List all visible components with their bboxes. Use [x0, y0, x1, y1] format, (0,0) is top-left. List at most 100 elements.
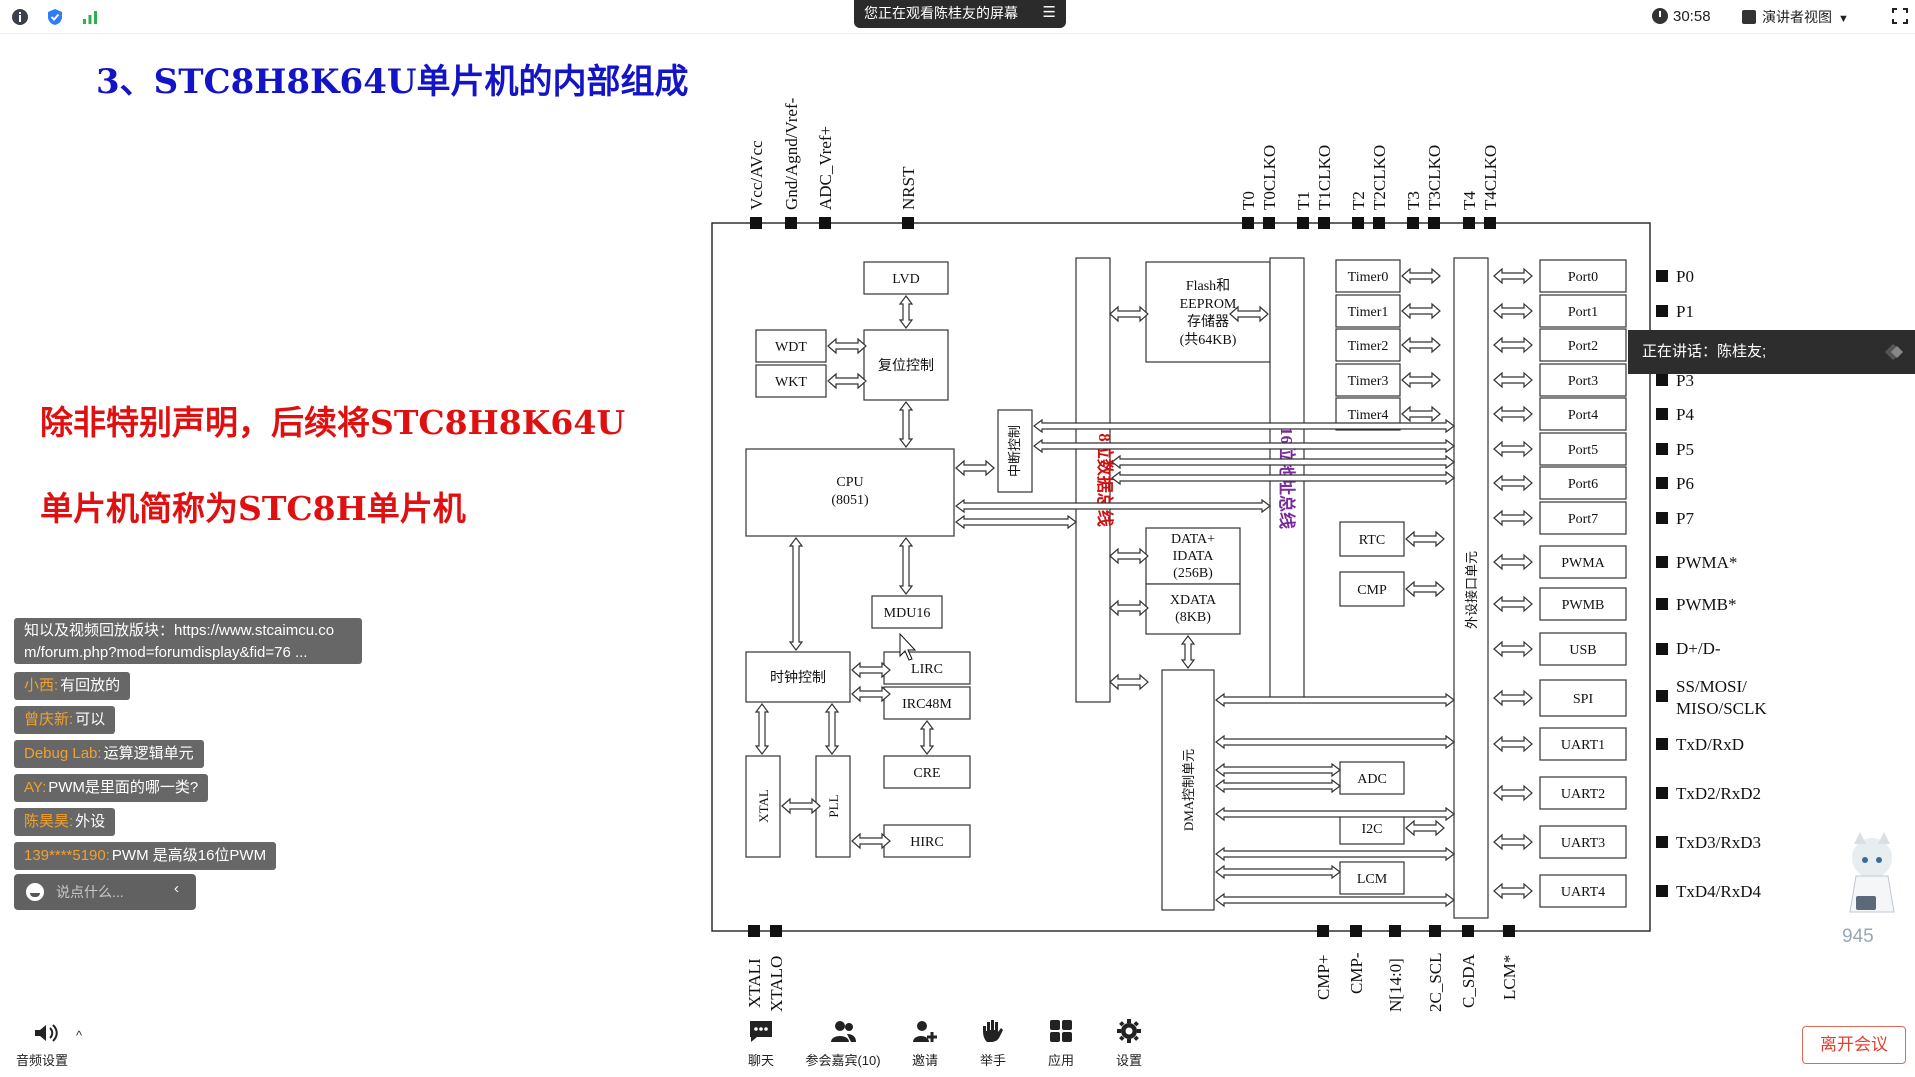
- leave-meeting-button[interactable]: 离开会议: [1802, 1026, 1906, 1064]
- reset-label: 复位控制: [878, 357, 934, 374]
- chat-text: PWM是里面的哪一类?: [48, 779, 199, 796]
- pin-label: P0: [1676, 267, 1694, 286]
- pin-label: SS/MOSI/: [1676, 677, 1747, 696]
- peripheral-block: [1539, 825, 1627, 859]
- flash-label: EEPROM: [1180, 297, 1237, 312]
- adc-block: [1339, 761, 1405, 795]
- settings-button[interactable]: 设置: [1109, 1018, 1149, 1074]
- right-pin-markers: [1656, 270, 1668, 897]
- invite-button[interactable]: 邀请: [905, 1018, 945, 1074]
- rtc-block: [1339, 521, 1405, 557]
- clock-ctrl-label: 时钟控制: [770, 669, 826, 686]
- invite-label: 邀请: [911, 1053, 938, 1068]
- menu-icon[interactable]: ☰: [1042, 4, 1056, 21]
- speaker-wave-icon: [1885, 344, 1903, 360]
- pin-label: XTALO: [767, 956, 786, 1012]
- peripheral-block: [1539, 776, 1627, 810]
- emoji-icon[interactable]: [26, 883, 44, 901]
- vertical-connectors: [754, 295, 1196, 755]
- fullscreen-icon[interactable]: [1890, 6, 1910, 26]
- pin-label: ADC_Vref+: [816, 126, 835, 210]
- speaker-icon: [35, 1024, 58, 1042]
- peripheral-label: UART1: [1561, 738, 1605, 753]
- timer-text: 30:58: [1673, 8, 1711, 25]
- flash-label: 存储器: [1187, 314, 1229, 330]
- participants-icon: [831, 1021, 856, 1042]
- chat-author: 小西:: [24, 677, 59, 694]
- pin-label: T4CLKO: [1481, 145, 1500, 210]
- chevron-down-icon: ▼: [1838, 13, 1849, 25]
- data-ram-label: IDATA: [1173, 549, 1215, 564]
- chat-text: 可以: [75, 711, 106, 728]
- chat-button[interactable]: 聊天: [741, 1018, 781, 1074]
- rtc-label: RTC: [1359, 533, 1385, 548]
- pin-label: PWMB*: [1676, 595, 1736, 614]
- pin-label: P6: [1676, 474, 1694, 493]
- pin-label: 2C_SCL: [1426, 952, 1445, 1012]
- data-ram-label: (256B): [1173, 566, 1213, 581]
- chevron-up-icon[interactable]: ^: [76, 1028, 83, 1043]
- xdata-block: [1145, 583, 1241, 635]
- timer-block: [1335, 259, 1401, 293]
- chat-message: AY:PWM是里面的哪一类?: [14, 774, 209, 802]
- apps-button[interactable]: 应用: [1041, 1018, 1081, 1074]
- audio-settings-label: 音频设置: [16, 1053, 69, 1068]
- port-block: [1539, 501, 1627, 535]
- pin-label: P4: [1676, 405, 1694, 424]
- cmp-label: CMP: [1357, 583, 1387, 598]
- shield-icon[interactable]: [45, 7, 65, 27]
- hirc-label: HIRC: [910, 835, 943, 850]
- settings-label: 设置: [1115, 1053, 1142, 1068]
- chat-text: PWM 是高级16位PWM: [111, 847, 267, 864]
- hirc-block: [883, 824, 971, 858]
- pin-label: TxD2/RxD2: [1676, 784, 1761, 803]
- chat-notice-line-1: 知以及视频回放版块：https://www.stcaimcu.co: [24, 622, 335, 639]
- periph-if-block: [1453, 257, 1489, 919]
- port-label: Port4: [1568, 408, 1598, 423]
- data-bus-block: [1075, 257, 1111, 703]
- chat-input-placeholder[interactable]: 说点什么...: [56, 884, 124, 900]
- wkt-block: [755, 364, 827, 398]
- share-notice-text: 您正在观看陈桂友的屏幕: [864, 5, 1018, 21]
- signal-icon[interactable]: [80, 7, 100, 27]
- screen-share-notice[interactable]: 您正在观看陈桂友的屏幕 ☰: [854, 0, 1066, 28]
- peripheral-block: [1539, 545, 1627, 579]
- int-ctrl-block: [997, 409, 1033, 493]
- pin-label: T4: [1460, 191, 1479, 210]
- cpu-label: CPU: [836, 475, 863, 490]
- chat-text: 外设: [75, 813, 106, 830]
- pin-label: C_SDA: [1459, 953, 1478, 1008]
- peripheral-block: [1539, 587, 1627, 621]
- chat-input-bar[interactable]: 说点什么... ‹: [14, 874, 196, 910]
- pin-label: XTALI: [745, 958, 764, 1008]
- mdu-block: [871, 595, 943, 629]
- participants-button[interactable]: 参会嘉宾(10): [800, 1018, 886, 1074]
- gear-icon: [1117, 1019, 1141, 1043]
- chat-author: 139****5190:: [24, 847, 110, 864]
- pin-label: N[14:0]: [1386, 958, 1405, 1012]
- dma-label: DMA控制单元: [1181, 749, 1196, 831]
- pin-label: T2CLKO: [1370, 145, 1389, 210]
- pin-label: P3: [1676, 371, 1694, 390]
- pin-label: P7: [1676, 509, 1694, 528]
- port-block: [1539, 397, 1627, 431]
- pin-label: T1: [1294, 191, 1313, 210]
- collapse-chat-icon[interactable]: ‹: [174, 880, 179, 897]
- audio-settings-button[interactable]: ^ 音频设置: [14, 1022, 104, 1072]
- timer-label: Timer2: [1348, 339, 1389, 354]
- port-label: Port0: [1568, 270, 1598, 285]
- pin-label: Gnd/Agnd/Vref-: [782, 97, 801, 210]
- bottom-pin-markers: [748, 925, 1515, 937]
- xtal-label: XTAL: [756, 789, 771, 823]
- view-mode-dropdown[interactable]: 演讲者视图▼: [1742, 6, 1849, 28]
- peripheral-label: SPI: [1573, 692, 1594, 707]
- raise-hand-button[interactable]: 举手: [973, 1018, 1013, 1074]
- timer-block: [1335, 328, 1401, 362]
- info-icon[interactable]: [10, 7, 30, 27]
- irc48m-label: IRC48M: [902, 697, 952, 712]
- flash-label: Flash和: [1186, 278, 1230, 294]
- port-block: [1539, 294, 1627, 328]
- port-label: Port3: [1568, 374, 1598, 389]
- peripheral-label: UART2: [1561, 787, 1605, 802]
- meeting-timer: 30:58: [1652, 6, 1711, 28]
